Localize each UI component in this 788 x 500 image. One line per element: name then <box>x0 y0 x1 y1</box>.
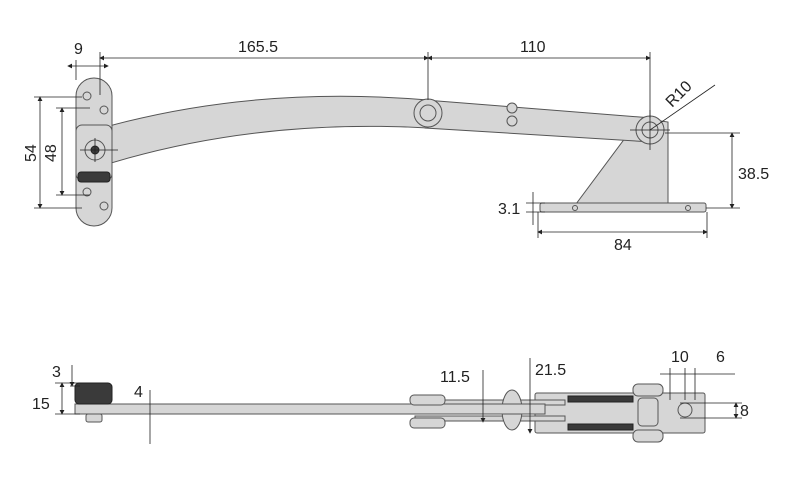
roller-cap <box>74 382 113 405</box>
dim-base-thickness: 3.1 <box>498 201 520 218</box>
dim-total-height: 15 <box>32 396 50 413</box>
dim-base-length: 84 <box>614 237 632 254</box>
dim-plate-offset: 9 <box>74 41 83 58</box>
link-arm <box>424 99 653 143</box>
arm-side <box>74 403 546 415</box>
top-view: 9 165.5 110 R10 54 48 38.5 3.1 84 <box>23 39 769 254</box>
dim-bracket-height: 38.5 <box>738 166 769 183</box>
dim-bracket-height-side: 21.5 <box>535 362 566 379</box>
dim-plate-height: 54 <box>23 144 40 162</box>
bracket-base <box>539 202 707 213</box>
dim-link-length: 110 <box>520 39 546 56</box>
dim-arm-thickness: 4 <box>134 384 143 401</box>
dim-cap-thickness: 3 <box>52 364 61 381</box>
dim-slot-width: 10 <box>671 349 689 366</box>
dim-slot-height: 8 <box>740 403 749 420</box>
dim-link-height: 11.5 <box>440 369 470 386</box>
link-knob <box>506 102 518 114</box>
side-view: 15 3 4 11.5 21.5 10 6 8 <box>32 349 749 444</box>
dim-hole-spacing: 48 <box>43 144 60 162</box>
dim-slot-edge: 6 <box>716 349 725 366</box>
curved-arm <box>94 95 429 169</box>
dim-arm-length: 165.5 <box>238 39 278 56</box>
dim-radius: R10 <box>663 78 696 111</box>
